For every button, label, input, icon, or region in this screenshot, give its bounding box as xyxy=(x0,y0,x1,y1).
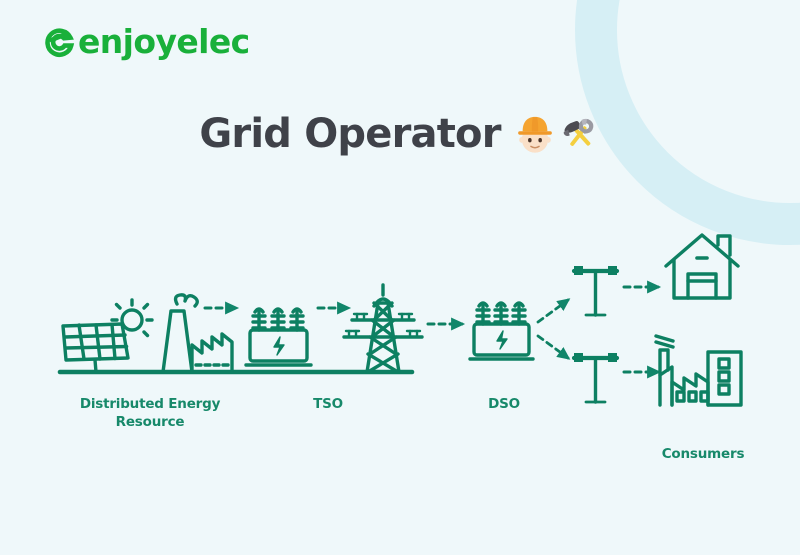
factory-icon xyxy=(654,334,743,407)
construction-worker-emoji xyxy=(517,116,552,153)
transmission-pylon-icon xyxy=(342,283,424,374)
label-consumers: Consumers xyxy=(661,446,745,462)
page-title: Grid Operator xyxy=(0,112,800,156)
solar-panel-icon xyxy=(61,298,154,374)
transformer-icon-tso xyxy=(244,307,313,367)
utility-pole-icon-top xyxy=(571,266,620,317)
label-der-line1: Distributed Energy xyxy=(79,396,221,412)
grid-flow-diagram: Distributed Energy Resource TSO DSO Cons… xyxy=(0,200,800,500)
label-der-line2: Resource xyxy=(115,414,185,431)
arrow-dso-to-pole-bottom xyxy=(536,334,571,360)
arrow-dso-to-pole-top xyxy=(536,298,571,324)
brand-name: enjoyelec xyxy=(78,21,250,61)
grid-flow-svg xyxy=(57,233,743,407)
house-icon xyxy=(664,233,740,300)
power-plant-icon xyxy=(161,293,234,374)
label-dso: DSO xyxy=(488,396,520,412)
transformer-icon-dso xyxy=(468,301,535,361)
title-emoji-group xyxy=(513,112,601,156)
page-title-text: Grid Operator xyxy=(199,111,501,157)
brand-logo[interactable]: enjoyelec xyxy=(42,24,250,58)
label-tso: TSO xyxy=(313,396,343,412)
label-distributed-energy-resource: Distributed Energy Resource xyxy=(52,395,248,431)
enjoyelec-e-mark-icon xyxy=(45,28,75,57)
hammer-and-wrench-emoji xyxy=(563,118,593,146)
utility-pole-icon-bottom xyxy=(571,353,620,404)
